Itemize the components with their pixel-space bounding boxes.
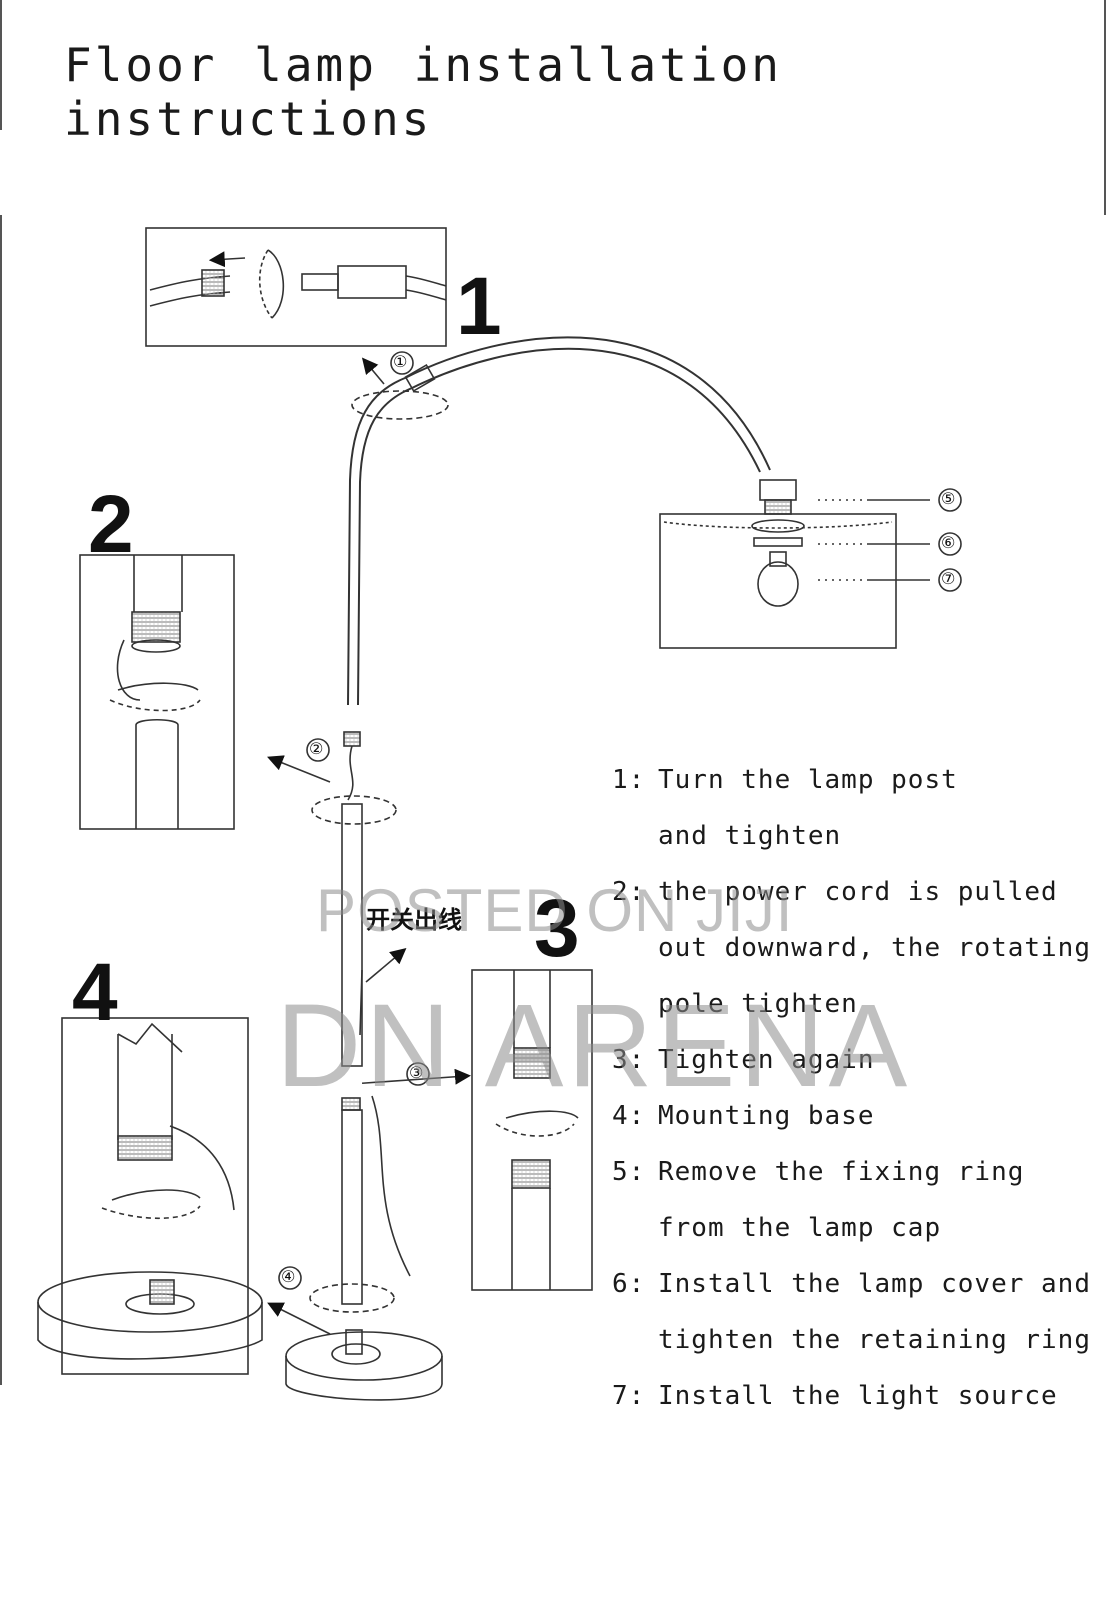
page-title: Floor lamp installation instructions bbox=[64, 38, 782, 146]
marker-6: ⑥ bbox=[941, 533, 956, 552]
middle-pole bbox=[341, 803, 363, 1067]
base-top bbox=[285, 1331, 443, 1381]
marker-7: ⑦ bbox=[941, 569, 956, 588]
switch-outlet-label: 开关出线 bbox=[366, 906, 462, 934]
step-number-1: 1 bbox=[456, 261, 502, 352]
instruction-list: 1:Turn the lamp post and tighten 2:the p… bbox=[612, 752, 1092, 1424]
instruction-line: 5:Remove the fixing ring bbox=[612, 1157, 1025, 1187]
marker-3: ③ bbox=[409, 1063, 424, 1082]
instruction-line: 3:Tighten again bbox=[612, 1045, 875, 1075]
instruction-line: 4:Mounting base bbox=[612, 1101, 875, 1131]
inset-2-joint bbox=[79, 554, 235, 830]
left-border-top bbox=[0, 0, 2, 130]
instruction-line: 2:the power cord is pulled bbox=[612, 877, 1058, 907]
instruction-line: 6:Install the lamp cover and bbox=[612, 1269, 1091, 1299]
instruction-line: out downward, the rotating bbox=[658, 933, 1091, 963]
instruction-line: pole tighten bbox=[658, 989, 858, 1019]
inset-3-joint bbox=[471, 969, 593, 1291]
right-border-top bbox=[1104, 0, 1106, 215]
lamp-shade bbox=[659, 479, 962, 649]
instruction-line: from the lamp cap bbox=[658, 1213, 942, 1243]
inset-4-base bbox=[37, 1017, 263, 1375]
instruction-line: tighten the retaining ring bbox=[658, 1325, 1091, 1355]
marker-2: ② bbox=[309, 739, 324, 758]
instruction-line: 1:Turn the lamp post bbox=[612, 765, 958, 795]
lamp-arm-outer bbox=[347, 336, 771, 706]
step-number-4: 4 bbox=[72, 947, 118, 1038]
inset-1-cord-connector bbox=[145, 227, 447, 347]
step-number-3: 3 bbox=[534, 883, 580, 974]
lower-pole bbox=[341, 1109, 363, 1305]
step-number-2: 2 bbox=[88, 479, 134, 570]
left-border-lower bbox=[0, 215, 2, 1385]
instruction-line: and tighten bbox=[658, 821, 842, 851]
lamp-arm-inner bbox=[357, 347, 761, 706]
instruction-line: 7:Install the light source bbox=[612, 1381, 1058, 1411]
marker-5: ⑤ bbox=[941, 489, 956, 508]
marker-4: ④ bbox=[281, 1267, 296, 1286]
marker-1: ① bbox=[393, 352, 408, 371]
